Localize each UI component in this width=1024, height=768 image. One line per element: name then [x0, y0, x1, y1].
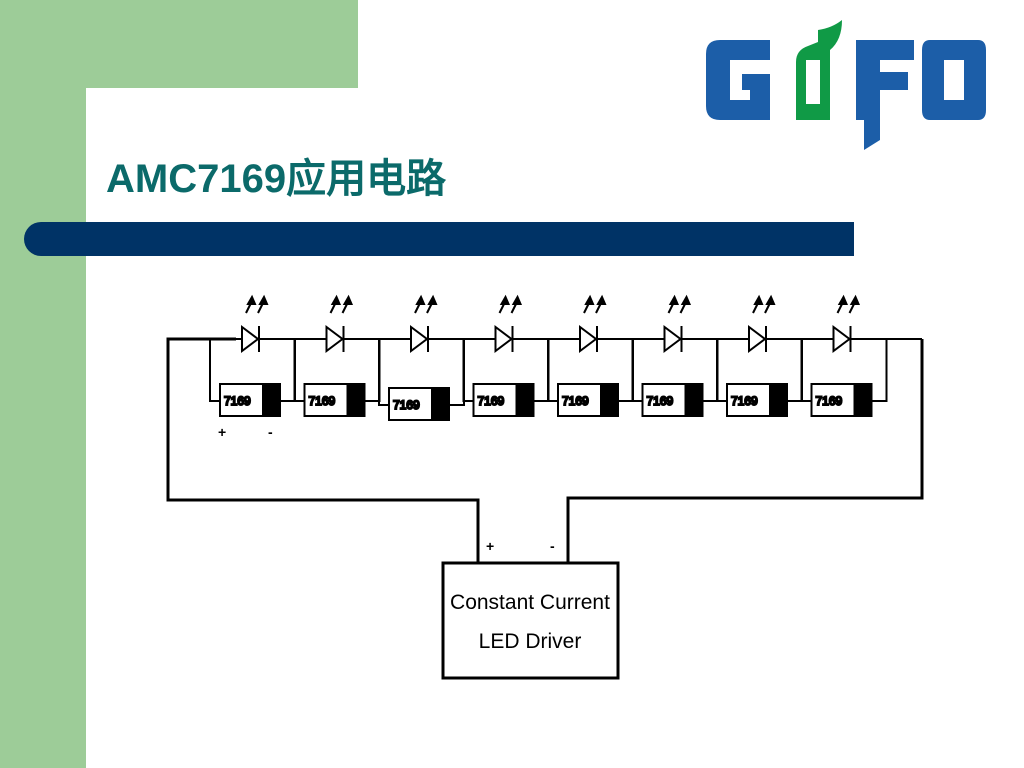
led-diode — [579, 325, 598, 353]
emission-arrowhead — [596, 294, 607, 305]
emission-arrowhead — [330, 294, 342, 305]
chip-label: 7169 — [393, 398, 420, 412]
emission-arrowhead — [837, 294, 849, 305]
emission-arrowhead — [584, 294, 595, 305]
emission-arrowhead — [342, 294, 354, 305]
emission-arrowhead — [668, 294, 680, 305]
slide-title: AMC7169应用电路 — [106, 157, 447, 201]
bypass-wire-left — [378, 339, 389, 406]
emission-arrowhead — [415, 294, 426, 305]
bypass-wire-right — [787, 339, 803, 402]
chip-cathode-band — [769, 384, 787, 416]
bypass-wire-right — [364, 339, 381, 402]
chip-label: 7169 — [731, 394, 758, 408]
driver-text-line2: LED Driver — [479, 630, 582, 653]
chip-label: 7169 — [562, 394, 589, 408]
bypass-wire-right — [702, 339, 719, 402]
bypass-wire-right — [871, 339, 888, 402]
bypass-wire-left — [462, 339, 474, 402]
positive-return-wire — [166, 337, 480, 562]
chip-cathode-band — [600, 384, 618, 416]
chip-cathode-band — [262, 384, 280, 416]
led-diode — [410, 325, 429, 353]
emission-arrowhead — [258, 294, 269, 305]
chip-cathode-band — [431, 388, 449, 420]
driver-minus-label: - — [550, 538, 555, 554]
emission-arrowhead — [427, 294, 438, 305]
led-diode — [325, 325, 345, 353]
chip-label: 7169 — [478, 394, 505, 408]
left-green-band — [0, 0, 86, 768]
gofo-logo — [706, 20, 986, 150]
bypass-wire-right — [449, 339, 465, 406]
emission-arrowhead — [765, 294, 776, 305]
bypass-wire-right — [618, 339, 634, 402]
led-diode — [663, 325, 683, 353]
chip-minus-label: - — [268, 424, 273, 440]
bypass-wire-right — [280, 339, 296, 402]
bypass-wire-left — [800, 339, 812, 402]
negative-return-wire — [566, 339, 924, 562]
bypass-wire-left — [293, 339, 305, 402]
emission-arrowhead — [511, 294, 523, 305]
emission-arrowhead — [680, 294, 692, 305]
bypass-wire-left — [547, 339, 558, 402]
emission-arrowhead — [499, 294, 511, 305]
chip-cathode-band — [515, 384, 534, 416]
chip-label: 7169 — [647, 394, 674, 408]
chip-plus-label: + — [218, 424, 226, 440]
bypass-wire-right — [533, 339, 550, 402]
chip-label: 7169 — [309, 394, 336, 408]
driver-plus-label: + — [486, 538, 494, 554]
led-diode — [494, 325, 514, 353]
top-green-band — [0, 0, 358, 88]
chip-cathode-band — [853, 384, 872, 416]
emission-arrowhead — [753, 294, 764, 305]
bypass-wire-left — [716, 339, 727, 402]
led-diode — [832, 325, 852, 353]
chip-label: 7169 — [224, 394, 251, 408]
emission-arrowhead — [246, 294, 257, 305]
chip-cathode-band — [684, 384, 703, 416]
driver-text-line1: Constant Current — [450, 591, 610, 614]
bypass-wire-left — [209, 339, 220, 402]
led-diode — [241, 325, 260, 353]
chip-label: 7169 — [816, 394, 843, 408]
led-driver-box — [441, 561, 620, 680]
title-underline-bar — [24, 222, 854, 256]
chip-cathode-band — [346, 384, 365, 416]
bypass-wire-left — [631, 339, 643, 402]
emission-arrowhead — [849, 294, 861, 305]
led-diode — [748, 325, 767, 353]
